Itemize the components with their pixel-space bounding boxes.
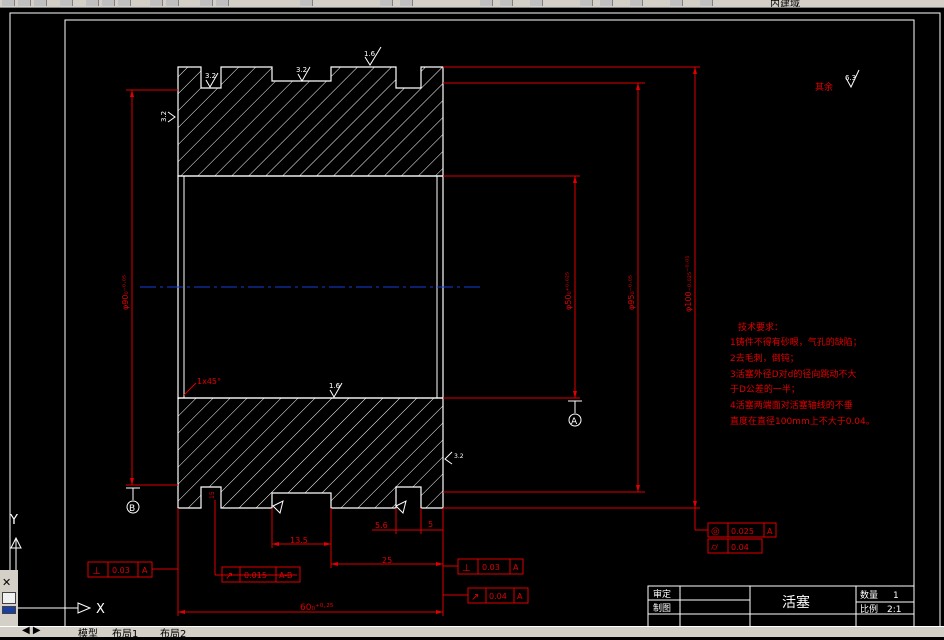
ucs-icon [10, 536, 92, 614]
design-center-icon[interactable] [500, 0, 513, 6]
paste-icon[interactable] [118, 0, 131, 6]
tol-concentric: ◎ 0.025 A [707, 522, 777, 538]
print-icon[interactable] [60, 0, 73, 6]
rough-right: 3.2 [454, 453, 464, 460]
tol-runout-ab: ↗ 0.015 A-B [221, 566, 301, 583]
chamfer-label: 1x45° [197, 377, 221, 386]
svg-text:A-B: A-B [279, 571, 292, 580]
svg-text:⊥: ⊥ [92, 566, 101, 577]
panel-icon[interactable] [2, 606, 16, 614]
zoom-extents-icon[interactable] [400, 0, 413, 6]
dim-groove-depth: 15 [209, 491, 216, 499]
datum-a: A [571, 417, 578, 427]
left-tool-strip: ✕ [0, 570, 18, 626]
redo-icon[interactable] [166, 0, 179, 6]
dim-d95: φ95₀⁻⁰·⁰⁵ [627, 275, 636, 310]
dim-d90: φ90₀⁻⁰·⁰⁵ [121, 275, 130, 310]
tb-scale-label: 比例 [860, 603, 878, 615]
rough-rest-value: 6.3 [845, 74, 856, 82]
tab-layout1[interactable]: 布局1 [112, 629, 139, 640]
save-icon[interactable] [34, 0, 47, 6]
tech-line-4: 于D公差的一半； [730, 383, 800, 395]
new-icon[interactable] [2, 0, 15, 6]
tool-palette-icon[interactable] [530, 0, 543, 6]
tb-part-name: 活塞 [782, 594, 810, 611]
dim-60: 60₀⁺⁰·²⁵ [300, 603, 334, 613]
help-icon[interactable] [630, 0, 643, 6]
dim-d50: φ50₀⁺⁰·⁰²⁵ [564, 272, 573, 310]
tb-drawn: 制图 [653, 602, 671, 614]
tab-layout2[interactable]: 布局2 [160, 629, 187, 640]
rough-top-b: 3.2 [296, 66, 307, 74]
layer-icon[interactable] [670, 0, 683, 6]
outer-frame [9, 12, 941, 634]
rough-bore: 1.6 [329, 382, 341, 390]
tech-line-3: 3活塞外径D对d的径向跳动不大 [730, 368, 856, 380]
tech-title: 技术要求： [738, 321, 783, 333]
svg-text:0.03: 0.03 [112, 566, 130, 575]
svg-text:A: A [517, 592, 523, 601]
tech-line-6: 直度在直径100mm上不大于0.04。 [730, 415, 875, 427]
zoom-prev-icon[interactable] [380, 0, 393, 6]
tab-nav-icon[interactable]: ◀ ▶ [22, 625, 41, 636]
svg-text:0.025: 0.025 [731, 527, 754, 536]
tb-scale-value: 2:1 [887, 605, 901, 615]
svg-text:A: A [767, 527, 773, 536]
tol-perp-left: ⊥ 0.03 A [87, 561, 153, 578]
dim-5-6: 5.6 [375, 521, 388, 530]
upper-wall-section [177, 66, 444, 177]
ucs-y: Y [9, 513, 18, 528]
rough-left: 3.2 [160, 111, 168, 122]
tol-perp-right: ⊥ 0.03 A [457, 558, 524, 575]
tb-qty-label: 数量 [860, 589, 878, 601]
close-icon[interactable]: ✕ [2, 576, 12, 589]
tech-line-2: 2去毛刺，倒钝； [730, 352, 799, 364]
dim-13-5: 13.5 [290, 536, 308, 545]
ucs-x: X [96, 602, 105, 617]
rough-rest-label: 其余 [815, 81, 833, 93]
tech-line-1: 1铸件不得有砂眼，气孔的缺陷； [730, 336, 862, 348]
svg-text:↗: ↗ [225, 571, 233, 582]
cad-toolbar: 内建域 [0, 0, 944, 8]
svg-text:0.015: 0.015 [244, 571, 267, 580]
rough-top-c: 1.6 [364, 50, 376, 58]
tab-model[interactable]: 模型 [78, 629, 98, 640]
svg-text:◎: ◎ [711, 526, 720, 537]
dim-d100: φ100₋₀.₀₂₅⁻⁰·⁰¹ [684, 255, 693, 312]
rough-top-a: 3.2 [205, 72, 216, 80]
svg-text:A: A [142, 566, 148, 575]
tb-reviewed: 审定 [653, 588, 671, 600]
pan-icon[interactable] [200, 0, 213, 6]
svg-text:A: A [513, 563, 519, 572]
named-view-field[interactable]: 内建域 [770, 0, 800, 8]
tech-line-5: 4活塞两端面对活塞轴线的不垂 [730, 399, 853, 411]
svg-text:0.04: 0.04 [489, 592, 507, 601]
copy-icon[interactable] [102, 0, 115, 6]
calculator-icon[interactable] [600, 0, 613, 6]
open-icon[interactable] [18, 0, 31, 6]
tol-runout-bottom: ↗ 0.04 A [467, 587, 529, 604]
tb-qty-value: 1 [893, 591, 899, 601]
lower-wall-section [177, 397, 444, 509]
svg-text:0.03: 0.03 [482, 563, 500, 572]
dim-25: 25 [382, 556, 392, 565]
tol-cylindricity: ⌭ 0.04 [707, 538, 763, 554]
datum-b: B [129, 504, 135, 514]
undo-icon[interactable] [150, 0, 163, 6]
properties-icon[interactable] [480, 0, 493, 6]
layer-state-icon[interactable] [700, 0, 713, 6]
panel-icon[interactable] [2, 592, 16, 604]
zoom-icon[interactable] [216, 0, 229, 6]
layout-tabs-bar: ◀ ▶ 模型 布局1 布局2 [0, 625, 944, 640]
svg-text:⌭: ⌭ [711, 542, 719, 553]
cut-icon[interactable] [86, 0, 99, 6]
svg-text:⊥: ⊥ [462, 563, 471, 574]
dim-5: 5 [428, 520, 433, 529]
markup-icon[interactable] [580, 0, 593, 6]
zoom-window-icon[interactable] [300, 0, 313, 6]
svg-text:↗: ↗ [471, 592, 479, 603]
svg-text:0.04: 0.04 [731, 543, 749, 552]
